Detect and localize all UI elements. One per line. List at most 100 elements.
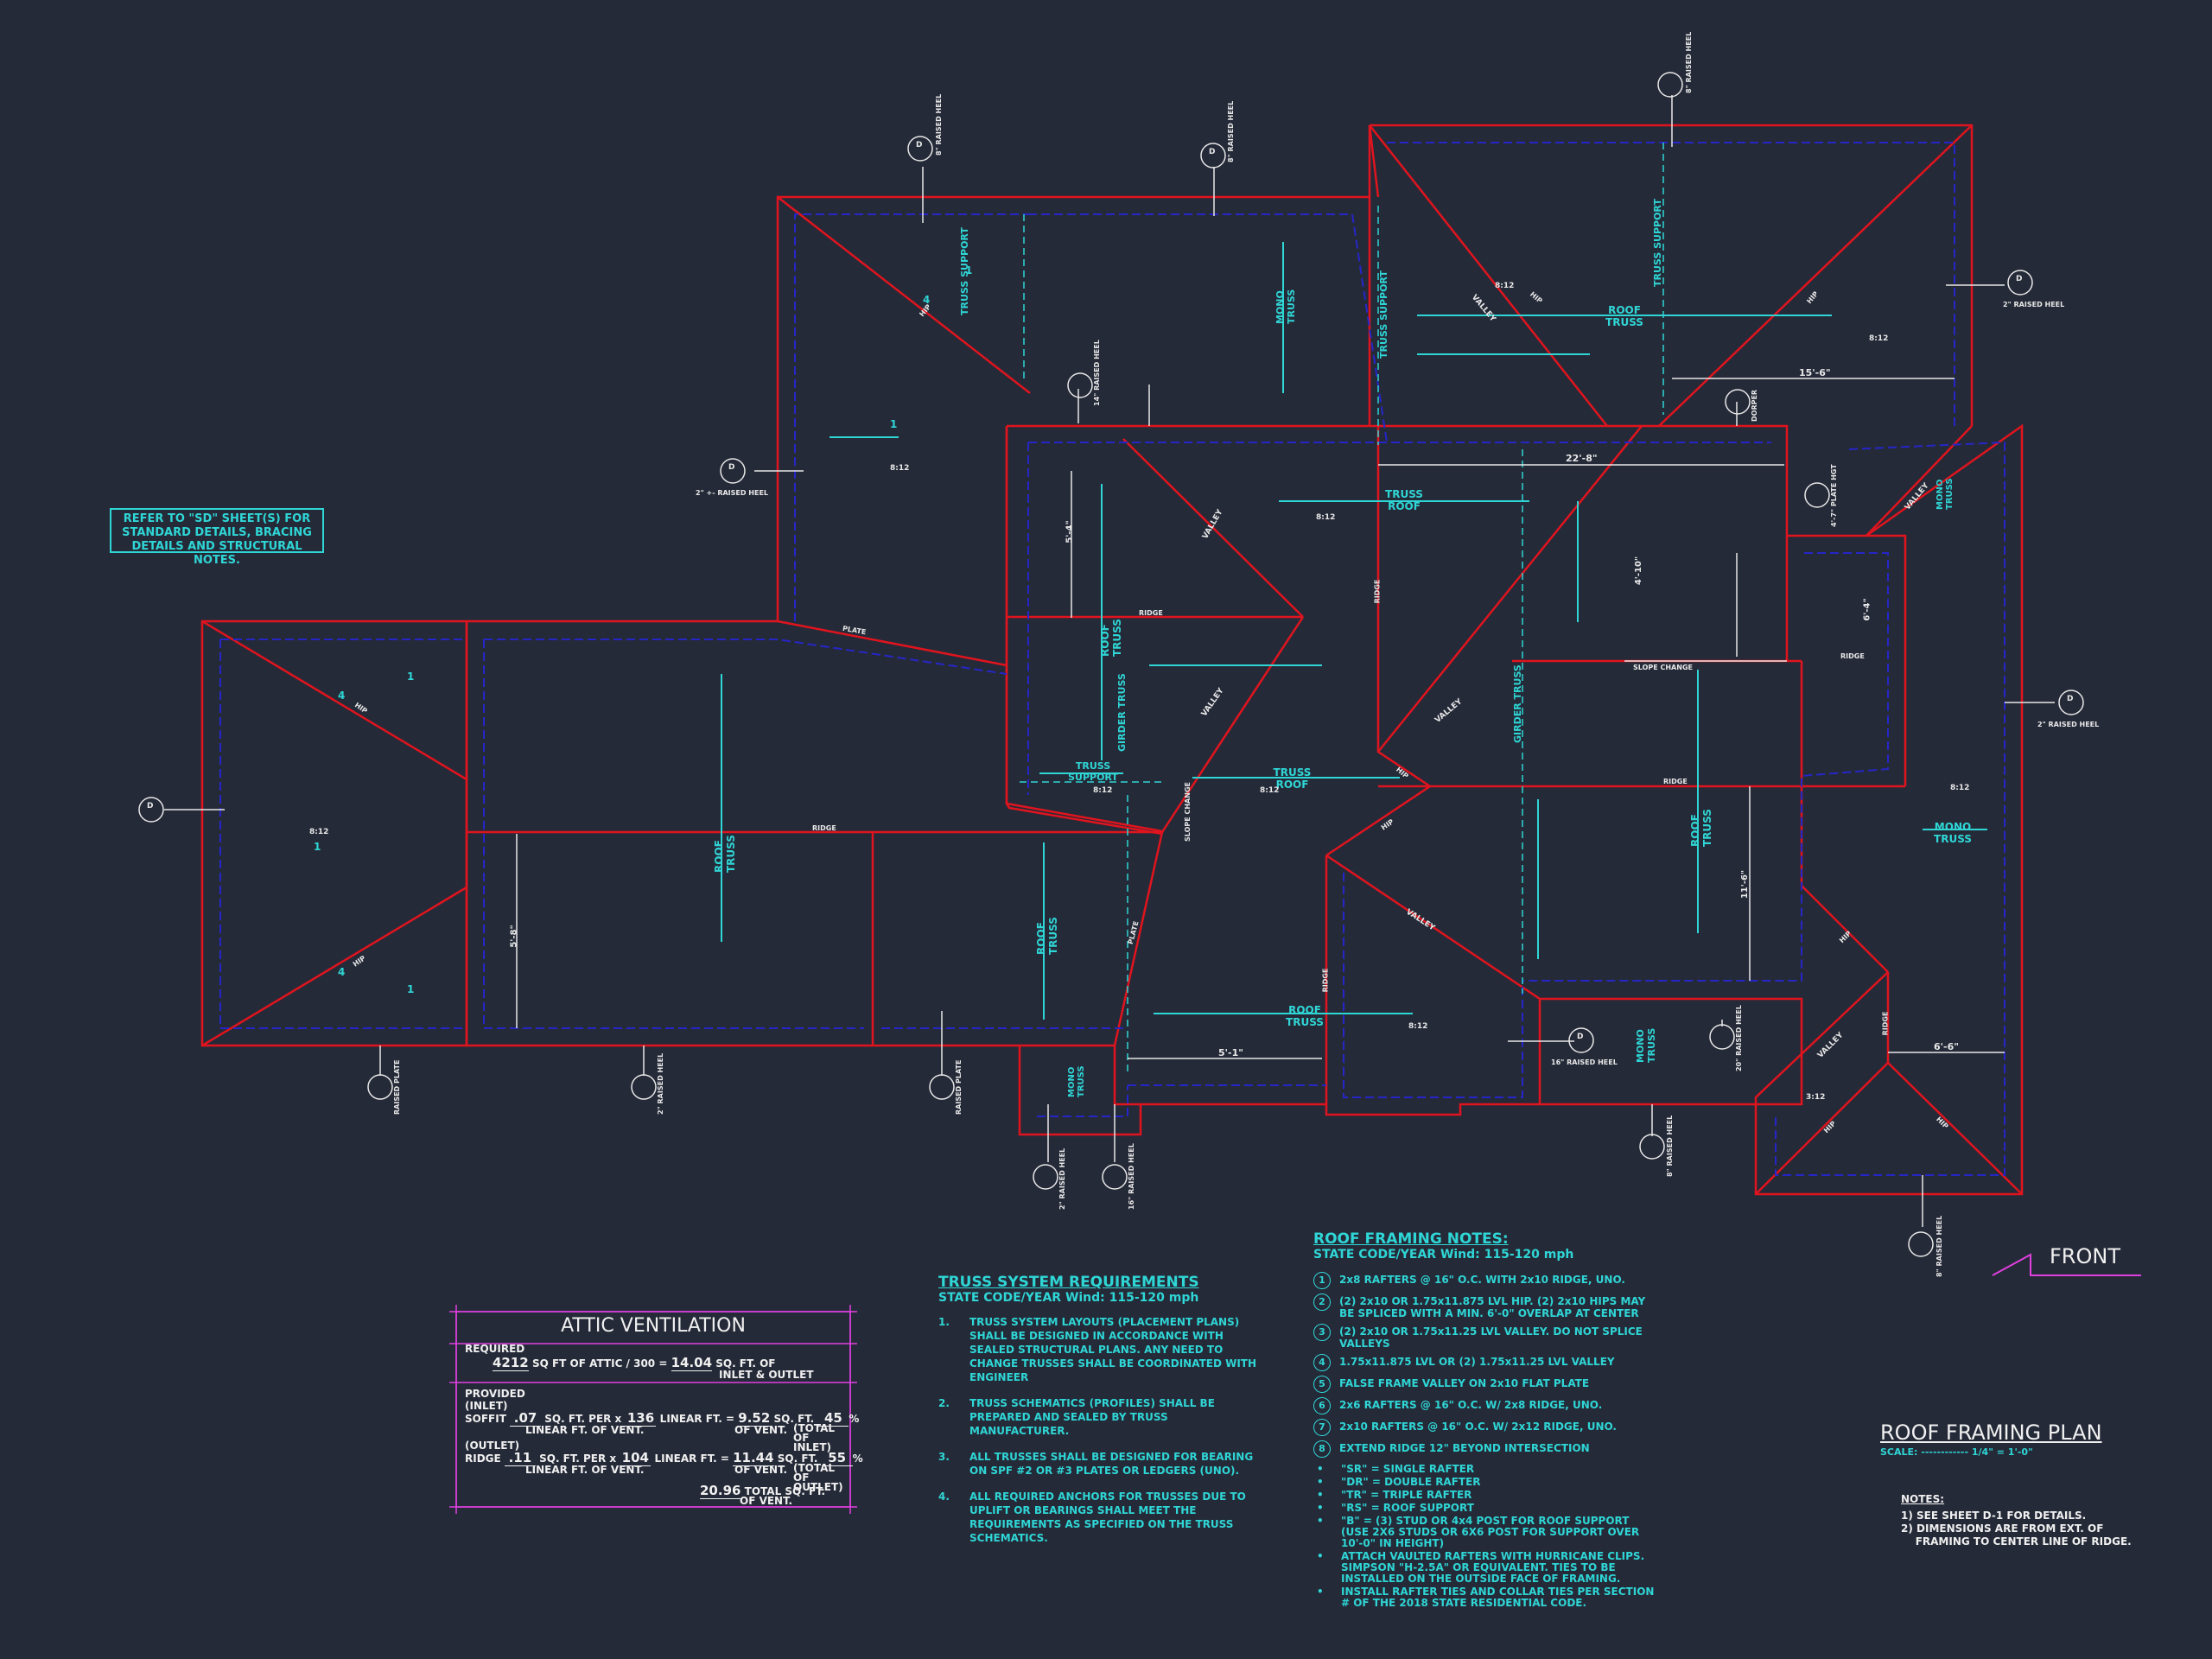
- dim-11-6: 11'-6": [1740, 869, 1751, 899]
- truss-req-item: 2.TRUSS SCHEMATICS (PROFILES) SHALL BE P…: [938, 1396, 1267, 1438]
- roof-bullet: •ATTACH VAULTED RAFTERS WITH HURRICANE C…: [1313, 1551, 1659, 1585]
- label-ridge-7: RIDGE: [1881, 1011, 1890, 1036]
- roof-bullet: • "DR" = DOUBLE RAFTER: [1313, 1477, 1659, 1488]
- roof-bullet: •"B" = (3) STUD OR 4x4 POST FOR ROOF SUP…: [1313, 1516, 1659, 1549]
- heel-note-18: 8" RAISED HEEL: [1936, 1215, 1943, 1277]
- label-slope-change-2: SLOPE CHANGE: [1183, 782, 1192, 842]
- truss-req-item: 1.TRUSS SYSTEM LAYOUTS (PLACEMENT PLANS)…: [938, 1315, 1267, 1384]
- attic-per-text-2: SQ. FT. PER x: [539, 1452, 617, 1465]
- attic-text: SQ FT OF ATTIC / 300 =: [531, 1357, 668, 1370]
- roof-bullet-text: "TR" = TRIPLE RAFTER: [1341, 1489, 1472, 1501]
- heel-note-11: 2" RAISED HEEL: [657, 1052, 664, 1115]
- attic-sqft-2: SQ. FT.: [777, 1452, 818, 1465]
- attic-of-vent-2: OF VENT.: [734, 1464, 788, 1476]
- label-roof-truss-top: ROOF TRUSS: [1605, 304, 1643, 328]
- truss-req-text: TRUSS SYSTEM LAYOUTS (PLACEMENT PLANS) S…: [969, 1316, 1257, 1383]
- detail-marker-letter-3: D: [2016, 275, 2023, 283]
- detail-marker-letter-2: D: [1209, 148, 1216, 156]
- roof-note-text: 1.75x11.875 LVL OR (2) 1.75x11.25 LVL VA…: [1339, 1356, 1615, 1368]
- label-ridge-3: RIDGE: [1663, 778, 1688, 785]
- attic-soffit-total: 9.52: [738, 1410, 771, 1427]
- roof-note-text: FALSE FRAME VALLEY ON 2x10 FLAT PLATE: [1339, 1377, 1590, 1389]
- roof-note: 1 2x8 RAFTERS @ 16" O.C. WITH 2x10 RIDGE,…: [1313, 1272, 1659, 1289]
- truss-req-item: 3.ALL TRUSSES SHALL BE DESIGNED FOR BEAR…: [938, 1450, 1267, 1478]
- detail-markers: [138, 72, 2084, 1257]
- label-ridge-5: RIDGE: [1373, 579, 1382, 604]
- roof-bullet-text: ATTACH VAULTED RAFTERS WITH HURRICANE CL…: [1341, 1550, 1645, 1585]
- label-mono-truss-top: MONO TRUSS: [1274, 289, 1297, 324]
- label-ridge-1: RIDGE: [812, 824, 836, 832]
- roof-bullet: •INSTALL RAFTER TIES AND COLLAR TIES PER…: [1313, 1586, 1659, 1609]
- roof-note-text: EXTEND RIDGE 12" BEYOND INTERSECTION: [1339, 1442, 1590, 1454]
- label-ridge-2: RIDGE: [1139, 609, 1163, 617]
- attic-soffit-label: SOFFIT: [465, 1413, 506, 1425]
- dashed-truss-lines: [1020, 143, 1664, 1071]
- label-roof-truss-mid: ROOF TRUSS: [1035, 917, 1059, 955]
- heel-note-16: 20" RAISED HEEL: [1735, 1005, 1743, 1071]
- note-circle-1b: 1: [890, 418, 898, 430]
- front-indicator: FRONT: [1993, 1243, 2143, 1277]
- detail-marker-letter-4: D: [728, 463, 735, 472]
- heel-note-5: 2" +- RAISED HEEL: [696, 489, 769, 497]
- bullet-dot: •: [1317, 1489, 1324, 1501]
- roof-notes-subtitle: STATE CODE/YEAR Wind: 115-120 mph: [1313, 1248, 1574, 1262]
- label-ridge-4: RIDGE: [1840, 652, 1865, 660]
- pitch-6: 8:12: [1093, 786, 1113, 795]
- roof-note-text: 2x8 RAFTERS @ 16" O.C. WITH 2x10 RIDGE, …: [1339, 1274, 1625, 1286]
- dim-5-4: 5'-4": [1065, 520, 1075, 543]
- pitch-1: 8:12: [890, 464, 910, 473]
- dim-22-8: 22'-8": [1566, 453, 1598, 464]
- roof-outline: [200, 124, 2024, 1196]
- truss-req-subtitle: STATE CODE/YEAR Wind: 115-120 mph: [938, 1291, 1199, 1305]
- label-roof-truss-bottom: ROOF TRUSS: [1286, 1004, 1324, 1028]
- roof-note-text: 2x6 RAFTERS @ 16" O.C. W/ 2x8 RIDGE, UNO…: [1339, 1399, 1603, 1411]
- dimension-lines: [516, 378, 2005, 1059]
- label-mono-truss-bottom: MONO TRUSS: [1635, 1027, 1657, 1063]
- note-circle-4: 4: [923, 294, 931, 306]
- roof-bullet-text: "DR" = DOUBLE RAFTER: [1341, 1476, 1481, 1488]
- heel-note-9: 2" RAISED HEEL: [2037, 721, 2100, 728]
- ref-note-line-3: DETAILS AND STRUCTURAL NOTES.: [131, 540, 302, 567]
- label-roof-truss-left: ROOF TRUSS: [713, 835, 737, 873]
- front-arrow: [1992, 1253, 2141, 1276]
- heel-note-2: 8" RAISED HEEL: [1227, 100, 1235, 162]
- front-label: FRONT: [2050, 1244, 2120, 1268]
- dim-6-4: 6'-4": [1862, 598, 1872, 621]
- wall-lines: [219, 142, 2005, 1176]
- attic-soffit-pct: 45: [817, 1410, 849, 1427]
- dim-5-8: 5'-8": [509, 925, 519, 948]
- attic-per-text: SQ. FT. PER x: [544, 1413, 622, 1425]
- label-roof-truss-right: ROOF TRUSS: [1689, 809, 1713, 847]
- attic-outlet-label: (OUTLET): [465, 1440, 520, 1452]
- heel-note-3: 8" RAISED HEEL: [1685, 31, 1693, 93]
- roof-note-num: 1: [1313, 1272, 1331, 1289]
- bullet-dot: •: [1317, 1586, 1324, 1598]
- plan-title: ROOF FRAMING PLAN: [1880, 1421, 2102, 1445]
- attic-lf-text-2: LINEAR FT. =: [654, 1452, 729, 1465]
- dim-4-10: 4'-10": [1634, 556, 1644, 586]
- heel-note-7: DORPER: [1751, 389, 1758, 422]
- dim-6-6: 6'-6": [1934, 1041, 1959, 1052]
- ref-note-line-1: REFER TO "SD" SHEET(S) FOR: [123, 512, 311, 525]
- attic-required-row: 4212 SQ FT OF ATTIC / 300 = 14.04 SQ. FT…: [493, 1355, 776, 1371]
- bullet-dot: •: [1317, 1476, 1324, 1488]
- roof-bullet: •"RS" = ROOF SUPPORT: [1313, 1503, 1659, 1514]
- attic-soffit-rate: .07: [510, 1410, 542, 1427]
- roof-bullet: •"SR" = SINGLE RAFTER: [1313, 1464, 1659, 1475]
- heel-note-17: 8" RAISED HEEL: [1666, 1115, 1674, 1177]
- roof-note-num: 5: [1313, 1376, 1331, 1393]
- roof-note-text: (2) 2x10 OR 1.75x11.875 LVL HIP. (2) 2x1…: [1339, 1295, 1646, 1319]
- label-girder-truss-2: GIRDER TRUSS: [1512, 664, 1523, 743]
- roof-note: 5 FALSE FRAME VALLEY ON 2x10 FLAT PLATE: [1313, 1376, 1659, 1393]
- truss-req-text: ALL REQUIRED ANCHORS FOR TRUSSES DUE TO …: [969, 1491, 1246, 1544]
- roof-note: 3(2) 2x10 OR 1.75x11.25 LVL VALLEY. DO N…: [1313, 1324, 1659, 1350]
- pitch-7: 8:12: [1408, 1022, 1428, 1031]
- pitch-5: 8:12: [1260, 786, 1280, 795]
- detail-marker-letter-1: D: [916, 141, 923, 149]
- attic-ridge-lf: 104: [620, 1450, 652, 1466]
- attic-req-unit: SQ. FT. OF: [715, 1357, 776, 1370]
